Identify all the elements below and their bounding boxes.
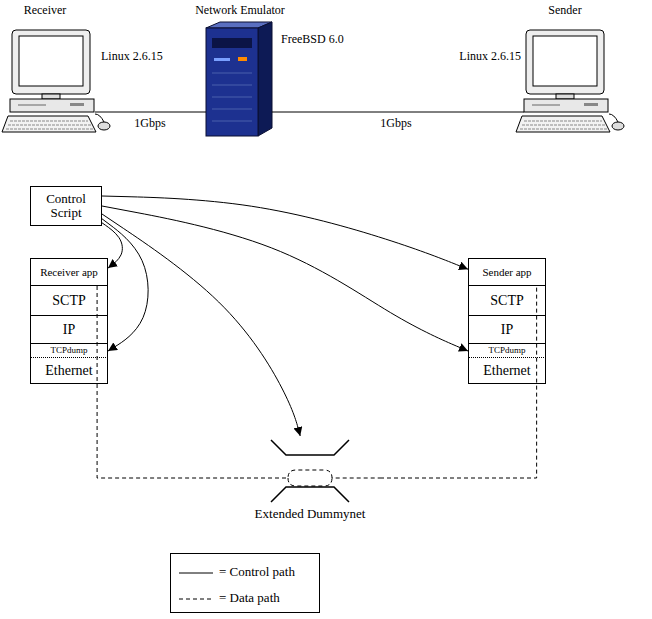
sender-computer xyxy=(584,103,598,106)
layer-label: Ethernet xyxy=(44,363,93,378)
legend-entry: = Data path xyxy=(171,590,319,608)
sender-computer xyxy=(526,30,604,94)
dummynet-outline xyxy=(271,487,349,502)
layer-label: Ethernet xyxy=(482,363,531,378)
receiver-computer xyxy=(12,30,90,94)
dummynet-outline xyxy=(265,436,355,504)
data-path xyxy=(380,286,537,478)
legend-sample xyxy=(179,573,213,574)
receiver-computer xyxy=(95,114,104,122)
layer-label: Receiver app xyxy=(39,266,99,278)
control-label: Control Script xyxy=(35,192,97,221)
emulator-server xyxy=(212,84,252,86)
receiver-computer xyxy=(10,99,94,112)
receiver-computer xyxy=(6,129,93,130)
receiver-computer xyxy=(19,36,83,86)
layer-label: Sender app xyxy=(481,266,532,278)
control-path xyxy=(102,206,468,351)
control-path xyxy=(102,219,148,351)
receiver-computer xyxy=(2,116,96,132)
control-path xyxy=(102,196,468,269)
protocol-layer: SCTP xyxy=(30,286,108,316)
emulator-server xyxy=(258,22,272,136)
app-layer: Sender app xyxy=(468,258,546,286)
host-name: Network Emulator xyxy=(194,4,286,17)
os-label: Linux 2.6.15 xyxy=(458,50,522,63)
control-path xyxy=(102,223,122,268)
os-label: Linux 2.6.15 xyxy=(100,50,164,63)
emulator-server xyxy=(212,120,252,122)
layer-label: TCPdump xyxy=(487,346,526,356)
capture-layer: TCPdump xyxy=(30,344,108,358)
host-name: Receiver xyxy=(23,4,68,17)
sender-computer xyxy=(516,116,610,132)
emulator-server xyxy=(214,58,230,61)
protocol-layer: IP xyxy=(468,316,546,344)
sender-computer xyxy=(522,125,605,126)
link-layer: Ethernet xyxy=(30,358,108,384)
network-link xyxy=(95,112,206,113)
receiver-computer xyxy=(98,122,110,130)
layer-label: TCPdump xyxy=(49,346,88,356)
layer-label: IP xyxy=(500,322,514,337)
legend-entry: = Control path xyxy=(171,564,319,582)
protocol-layer: IP xyxy=(30,316,108,344)
sender-computer xyxy=(520,129,607,130)
emulator-server xyxy=(212,38,252,48)
emulator-server xyxy=(238,57,247,61)
legend-sample xyxy=(179,594,215,604)
protocol-layer: SCTP xyxy=(468,286,546,316)
emulator-server xyxy=(212,108,252,110)
dummynet-outline xyxy=(271,440,349,455)
network-link xyxy=(95,112,524,113)
sender-computer xyxy=(609,114,618,122)
legend-text: = Data path xyxy=(219,591,280,605)
emulator-server xyxy=(206,28,258,136)
sender-computer xyxy=(524,121,602,122)
data-path-through-dummynet xyxy=(240,470,380,486)
control-box: Control Script xyxy=(30,186,102,226)
sender-computer xyxy=(524,99,608,112)
layer-label: IP xyxy=(62,322,76,337)
sender-computer xyxy=(532,105,560,106)
dummynet-label: Extended Dummynet xyxy=(254,507,367,521)
network-link xyxy=(272,112,524,113)
layer-label: SCTP xyxy=(51,293,86,308)
receiver-computer xyxy=(70,103,84,106)
receiver-computer xyxy=(18,105,46,106)
sender-computer xyxy=(533,36,597,86)
legend-text: = Control path xyxy=(219,565,295,579)
os-label: FreeBSD 6.0 xyxy=(280,33,345,46)
emulator-server xyxy=(212,72,252,74)
data-path-through-dummynet xyxy=(240,470,380,486)
link-speed: 1Gbps xyxy=(133,117,166,130)
legend-sample xyxy=(179,568,215,578)
receiver-computer xyxy=(42,94,60,99)
data-path xyxy=(97,286,240,478)
legend-sample xyxy=(179,599,213,600)
receiver-computer xyxy=(8,125,91,126)
link-layer: Ethernet xyxy=(468,358,546,384)
sender-computer xyxy=(612,122,624,130)
capture-layer: TCPdump xyxy=(468,344,546,358)
sender-computer xyxy=(556,94,574,99)
dummynet-caption: Extended Dummynet xyxy=(240,506,380,522)
sender-computer xyxy=(516,30,624,132)
emulator-server xyxy=(212,96,252,98)
dummynet-shape: Extended Dummynet xyxy=(240,436,380,522)
receiver-computer xyxy=(10,121,88,122)
app-layer: Receiver app xyxy=(30,258,108,286)
link-speed: 1Gbps xyxy=(379,117,412,130)
layer-label: SCTP xyxy=(489,293,524,308)
legend-box: = Control path = Data path xyxy=(170,553,320,613)
host-name: Sender xyxy=(547,4,582,17)
receiver-computer xyxy=(2,30,110,132)
emulator-server xyxy=(206,22,272,136)
